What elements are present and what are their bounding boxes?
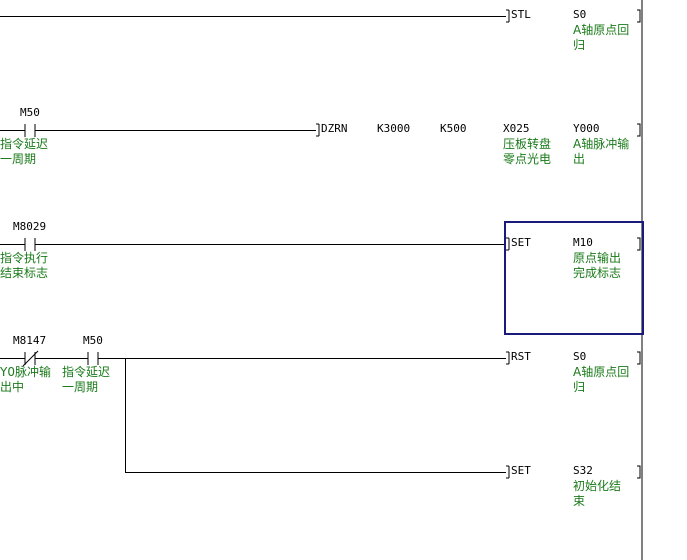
operand[interactable]: Y000 (573, 122, 600, 135)
operand[interactable]: K3000 (377, 122, 411, 135)
contact-label[interactable]: M8029 (13, 220, 47, 233)
contact-comment: 指令延迟 (0, 137, 49, 151)
operand[interactable]: S0 (573, 8, 587, 21)
instruction[interactable]: STL (511, 8, 531, 21)
operand-comment: A轴脉冲输 (573, 137, 630, 151)
operand-comment: 压板转盘 (503, 137, 552, 151)
operand-comment: 出 (573, 152, 586, 166)
contact-comment: 结束标志 (0, 266, 49, 280)
operand-comment: A轴原点回 (573, 365, 630, 379)
operand-comment: 初始化结 (573, 479, 622, 493)
operand-comment: 归 (573, 380, 586, 394)
operand[interactable]: M10 (573, 236, 593, 249)
contact-comment: 一周期 (0, 152, 37, 166)
operand-comment: A轴原点回归 (573, 23, 630, 52)
operand-comment: 束 (573, 494, 586, 508)
operand[interactable]: S32 (573, 464, 593, 477)
operand-comment: 零点光电 (503, 152, 552, 166)
operand-comment: 完成标志 (573, 266, 622, 280)
contact-label[interactable]: M50 (20, 106, 40, 119)
operand-comment: 原点输出 (573, 251, 622, 265)
contact-comment: Y0脉冲输 (0, 365, 51, 379)
cursor-selection[interactable] (504, 221, 644, 335)
contact-comment: 指令延迟 (62, 365, 111, 379)
operand[interactable]: X025 (503, 122, 530, 135)
instruction[interactable]: SET (511, 236, 531, 249)
instruction[interactable]: RST (511, 350, 531, 363)
contact-comment: 出中 (0, 380, 25, 394)
contact-label[interactable]: M50 (83, 334, 103, 347)
operand[interactable]: S0 (573, 350, 587, 363)
contact-comment: 一周期 (62, 380, 99, 394)
instruction[interactable]: DZRN (321, 122, 348, 135)
operand[interactable]: K500 (440, 122, 467, 135)
instruction[interactable]: SET (511, 464, 531, 477)
contact-label[interactable]: M8147 (13, 334, 47, 347)
contact-comment: 指令执行 (0, 251, 49, 265)
